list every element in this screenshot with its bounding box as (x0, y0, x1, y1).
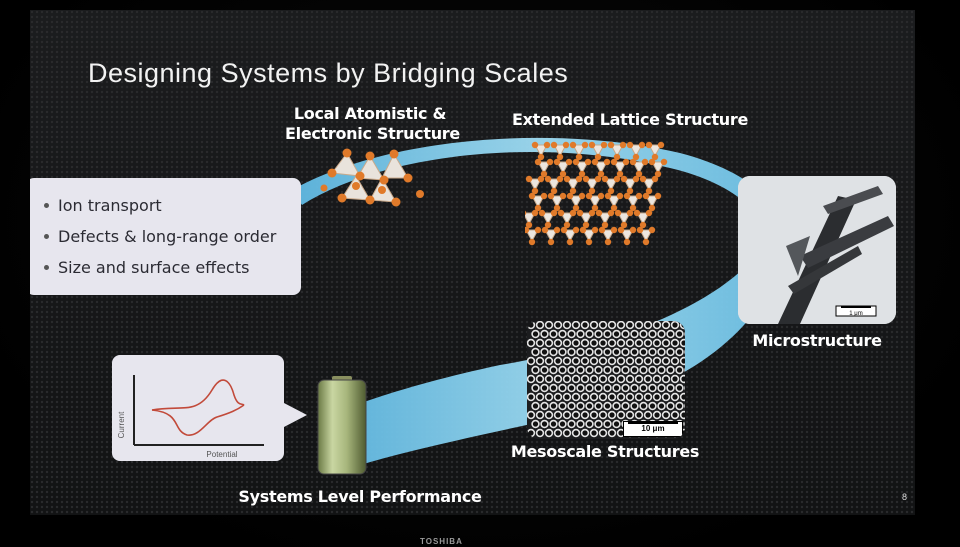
cv-ylabel: Current (117, 411, 126, 438)
microstructure-image: 1 μm (738, 176, 896, 324)
list-item: Size and surface effects (44, 258, 301, 278)
micro-scale-bar: 1 μm (849, 311, 862, 317)
honeycomb-micrograph (527, 321, 685, 439)
mesoscale-image: 10 μm (527, 321, 685, 439)
monitor-brand-logo: TOSHIBA (420, 537, 463, 546)
lattice-image (525, 141, 668, 246)
mesoscale-label: Mesoscale Structures (510, 442, 700, 461)
page-number: 8 (902, 492, 908, 502)
meso-scale-bar: 10 μm (623, 421, 683, 437)
lattice-label: Extended Lattice Structure (511, 110, 749, 129)
bullet-icon (44, 233, 49, 239)
atomic-cluster-image (320, 148, 424, 207)
cv-xlabel: Potential (206, 450, 237, 459)
microstructure-micrograph: 1 μm (738, 176, 896, 324)
slide: Designing Systems by Bridging Scales Ion… (30, 10, 915, 515)
list-item: Ion transport (44, 196, 301, 216)
slide-title: Designing Systems by Bridging Scales (88, 58, 569, 88)
battery-icon (317, 376, 367, 475)
bullet-icon (44, 264, 49, 270)
local-structure-label: Local Atomistic & Electronic Structure (285, 104, 460, 143)
systems-label: Systems Level Performance (238, 487, 482, 506)
cv-plot: Current Potential (117, 375, 307, 459)
list-item: Defects & long-range order (44, 227, 301, 247)
microstructure-label: Microstructure (752, 331, 882, 350)
bullet-icon (44, 202, 49, 208)
cv-plot-panel: Current Potential (112, 355, 307, 461)
properties-box: Ion transport Defects & long-range order… (30, 178, 301, 295)
